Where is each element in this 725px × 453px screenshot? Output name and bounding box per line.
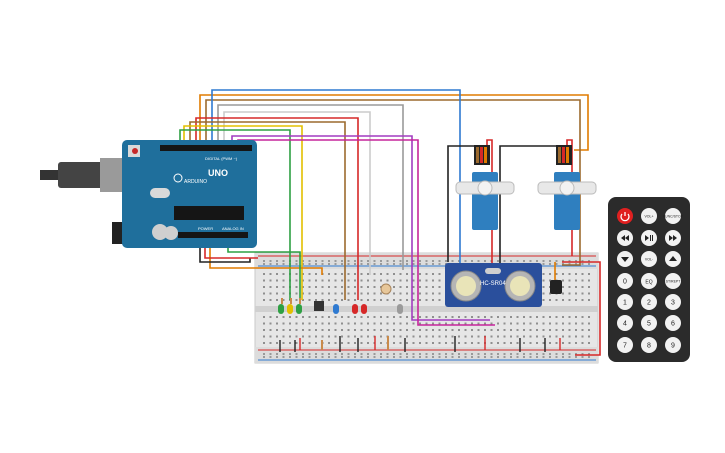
remote-button-6[interactable]: 6 — [665, 315, 681, 331]
remote-button-st-rept[interactable]: ST/REPT — [665, 273, 681, 289]
down-button[interactable] — [617, 251, 633, 267]
remote-button-func-stop[interactable]: FUNC/STOP — [663, 208, 684, 224]
remote-button-label: VOL- — [645, 258, 654, 262]
remote-button-label: 1 — [623, 300, 627, 307]
arduino-digital-label: DIGITAL (PWM ~) — [205, 156, 238, 161]
down-icon — [621, 257, 629, 262]
push-button — [314, 301, 324, 311]
remote-button-label: 4 — [623, 321, 627, 328]
remote-button-8[interactable]: 8 — [641, 337, 657, 353]
rewind-button[interactable] — [617, 230, 633, 246]
red-lower-lines — [299, 336, 561, 350]
remote-button-label: 3 — [671, 300, 675, 307]
remote-button-label: 0 — [623, 279, 627, 286]
play-pause-button[interactable] — [641, 230, 657, 246]
fast-forward-icon — [669, 235, 677, 241]
arduino-model-label: UNO — [208, 168, 228, 178]
arduino-power-label: POWER — [198, 226, 213, 231]
remote-button-9[interactable]: 9 — [665, 337, 681, 353]
ir-receiver — [550, 280, 562, 294]
wire-red-remote — [562, 261, 601, 356]
remote-button-vol-[interactable]: VOL- — [641, 251, 657, 267]
photoresistor — [380, 283, 392, 295]
remote-button-vol-[interactable]: VOL+ — [641, 208, 657, 224]
remote-button-label: 9 — [671, 343, 675, 350]
remote-button-label: 2 — [647, 300, 651, 307]
play-pause-icon — [645, 235, 653, 241]
wire-brown-2 — [189, 121, 346, 300]
resistors — [281, 298, 389, 350]
remote-button-5[interactable]: 5 — [641, 315, 657, 331]
remote-button-7[interactable]: 7 — [617, 337, 633, 353]
arduino-brand-label: ARDUINO — [184, 179, 207, 185]
servo-motor-1 — [455, 145, 515, 230]
ir-remote: VOL+ FUNC/STOP VOL- 0 EQ ST/REPT 1 2 3 4 5 6 7 8 9 — [608, 197, 690, 362]
remote-button-eq[interactable]: EQ — [641, 273, 657, 289]
arduino-board: DIGITAL (PWM ~) ARDUINO UNO POWER ANALOG… — [40, 140, 257, 248]
wire-brown-top — [205, 99, 581, 266]
power-icon — [620, 212, 630, 222]
remote-button-label: FUNC/STOP — [663, 215, 684, 219]
remote-button-label: 6 — [671, 321, 675, 328]
wire-green — [179, 129, 291, 300]
ultrasonic-label: HC-SR04 — [480, 281, 506, 287]
remote-button-label: VOL+ — [644, 215, 653, 219]
servo-motor-2 — [537, 145, 597, 230]
remote-button-1[interactable]: 1 — [617, 294, 633, 310]
remote-button-2[interactable]: 2 — [641, 294, 657, 310]
wire-black-bottom — [199, 238, 251, 263]
remote-button-label: 8 — [647, 343, 651, 350]
remote-button-label: EQ — [645, 280, 652, 286]
power-button[interactable] — [617, 208, 633, 224]
wire-white — [223, 111, 371, 275]
up-button[interactable] — [665, 251, 681, 267]
jumper-lines-lower — [279, 336, 546, 352]
usb-cable — [40, 170, 60, 180]
remote-button-label: ST/REPT — [666, 280, 682, 284]
wire-purple — [231, 135, 490, 321]
remote-button-label: 5 — [647, 321, 651, 328]
remote-button-3[interactable]: 3 — [665, 294, 681, 310]
wire-gray — [217, 104, 404, 270]
leds — [278, 304, 403, 314]
fast-forward-button[interactable] — [665, 230, 681, 246]
remote-button-label: 7 — [623, 343, 627, 350]
remote-button-4[interactable]: 4 — [617, 315, 633, 331]
wire-yellow — [183, 125, 303, 300]
remote-button-0[interactable]: 0 — [617, 273, 633, 289]
wire-orange-top — [199, 94, 589, 151]
breadboard — [254, 252, 599, 364]
rewind-icon — [621, 235, 629, 241]
ultrasonic-sensor: HC-SR04 — [445, 263, 542, 307]
arduino-analog-label: ANALOG IN — [222, 226, 244, 231]
infinity-logo-icon — [173, 173, 183, 183]
up-icon — [669, 256, 677, 261]
wire-black-servo2 — [499, 145, 561, 265]
wire-blue-us — [211, 89, 461, 265]
wire-orange-bottom — [209, 238, 323, 275]
